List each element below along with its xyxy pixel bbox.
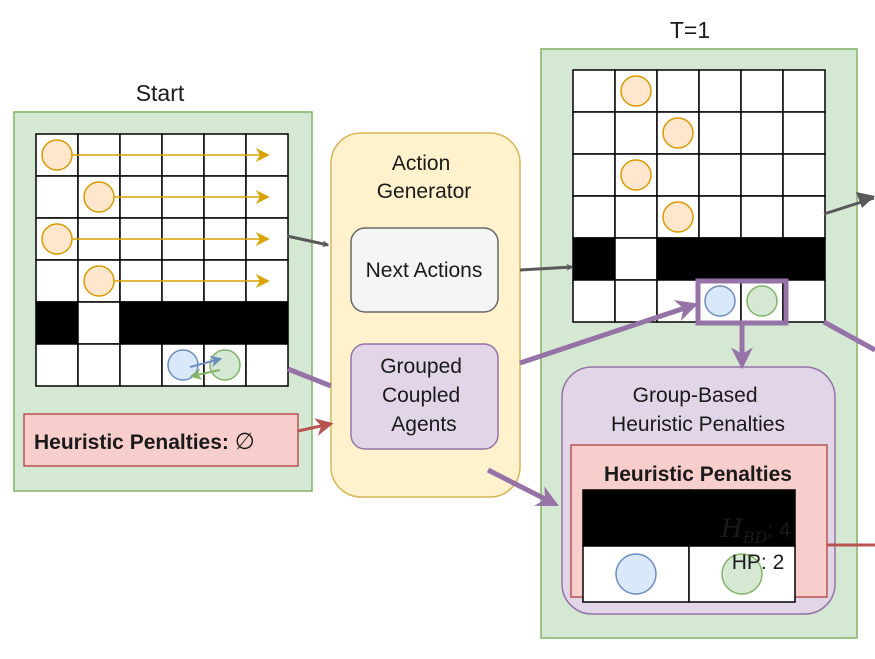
start-move-arrows	[72, 148, 270, 380]
obstacle-cell	[740, 237, 784, 281]
grid-cell	[614, 237, 658, 281]
grouped-line2: Coupled	[382, 384, 460, 407]
grid-cell	[698, 153, 742, 197]
blue-swap-arrow	[189, 355, 223, 368]
grid-cell	[35, 175, 79, 219]
empty-set-symbol: ∅	[235, 428, 255, 454]
orange-agent	[41, 139, 73, 171]
obstacle-cell	[245, 301, 289, 345]
green-agent	[209, 349, 241, 381]
obstacle-cell	[656, 237, 700, 281]
orange-agent	[83, 265, 115, 297]
heuristic-penalties-title: Heuristic Penalties	[604, 463, 792, 486]
green-agent	[746, 285, 778, 317]
hp-left-prefix: Heuristic Penalties:	[34, 431, 235, 454]
t1-exit-purple-line	[822, 319, 875, 353]
obstacle-cell	[782, 237, 826, 281]
obstacle-cell	[35, 301, 79, 345]
next-actions-label: Next Actions	[366, 259, 483, 282]
grid-cell	[782, 195, 826, 239]
penalty-arrows	[297, 418, 875, 547]
obstacle-cell	[572, 237, 616, 281]
grid-cell	[782, 69, 826, 113]
grid-cell	[740, 69, 784, 113]
grid-cell	[782, 279, 826, 323]
group-based-line1: Group-Based	[633, 384, 758, 407]
hbd-value: : 4	[767, 519, 791, 542]
t1-to-next-arrowhead	[856, 192, 875, 208]
orange-agent	[620, 159, 652, 191]
grid-cell	[740, 111, 784, 155]
grid-cell	[77, 301, 121, 345]
obstacle-cell	[203, 301, 247, 345]
grid-cell	[782, 111, 826, 155]
start-label: Start	[136, 80, 185, 106]
orange-agent	[662, 201, 694, 233]
grid-cell	[572, 111, 616, 155]
next-actions-to-t1-arrow	[519, 263, 574, 272]
grid-cell	[614, 111, 658, 155]
hp-value-text: HP: 2	[732, 551, 785, 574]
orange-agent	[662, 117, 694, 149]
t1-label: T=1	[670, 17, 710, 43]
grid-cell	[740, 195, 784, 239]
grouped-coupled-agents-label: Grouped Coupled Agents	[380, 355, 468, 436]
grid-cell	[572, 69, 616, 113]
grid-cell	[572, 195, 616, 239]
orange-agent	[83, 181, 115, 213]
grouped-to-highlight-arrow	[519, 300, 699, 366]
hbd-letter: H	[720, 514, 744, 543]
obstacle-cell	[582, 489, 690, 547]
generator-to-group-based-arrow	[486, 467, 559, 507]
grid-cell	[656, 153, 700, 197]
grid-cell	[35, 259, 79, 303]
grouping-arrows	[287, 300, 875, 507]
heuristic-penalties-empty-box	[23, 413, 299, 467]
grid-cell	[572, 279, 616, 323]
grid-cell	[656, 69, 700, 113]
grid-cell	[782, 153, 826, 197]
hp-to-generator-arrow	[297, 418, 334, 436]
orange-agent	[620, 75, 652, 107]
obstacle-cell	[698, 237, 742, 281]
heuristic-penalties-empty-text: Heuristic Penalties: ∅	[34, 428, 255, 454]
obstacle-cell	[161, 301, 205, 345]
action-generator-line1: Action	[392, 152, 450, 175]
hbd-subscript: BD	[742, 528, 768, 547]
grid-cell	[614, 279, 658, 323]
grid-cell	[614, 195, 658, 239]
grid-cell	[119, 343, 163, 387]
grid-cell	[698, 195, 742, 239]
next-actions-box	[350, 227, 499, 313]
group-based-label: Group-Based Heuristic Penalties	[611, 384, 785, 436]
grouped-line1: Grouped	[380, 355, 462, 378]
blue-agent	[615, 553, 657, 595]
obstacle-cell	[688, 489, 796, 547]
start-to-grouped-line	[287, 366, 332, 389]
grid-cell	[77, 343, 121, 387]
orange-agent	[41, 223, 73, 255]
flow-arrows	[286, 192, 875, 272]
grid-cell	[740, 153, 784, 197]
grouped-coupled-agents-box	[350, 343, 499, 450]
grouped-line3: Agents	[391, 413, 456, 436]
penalty-grid	[582, 489, 796, 603]
action-generator-line2: Generator	[377, 180, 472, 203]
hbd-value-text: HBD: 4	[720, 514, 791, 547]
green-agent	[721, 553, 763, 595]
obstacle-cell	[119, 301, 163, 345]
grid-cell	[35, 343, 79, 387]
start-grid	[35, 133, 289, 387]
grid-cell	[698, 69, 742, 113]
group-based-line2: Heuristic Penalties	[611, 413, 785, 436]
green-swap-arrow	[189, 368, 221, 380]
grid-cell	[698, 111, 742, 155]
grid-cell	[572, 153, 616, 197]
action-generator-label: Action Generator	[377, 152, 472, 203]
start-to-generator-arrow	[286, 234, 330, 248]
grid-cell	[245, 343, 289, 387]
blue-agent	[704, 285, 736, 317]
